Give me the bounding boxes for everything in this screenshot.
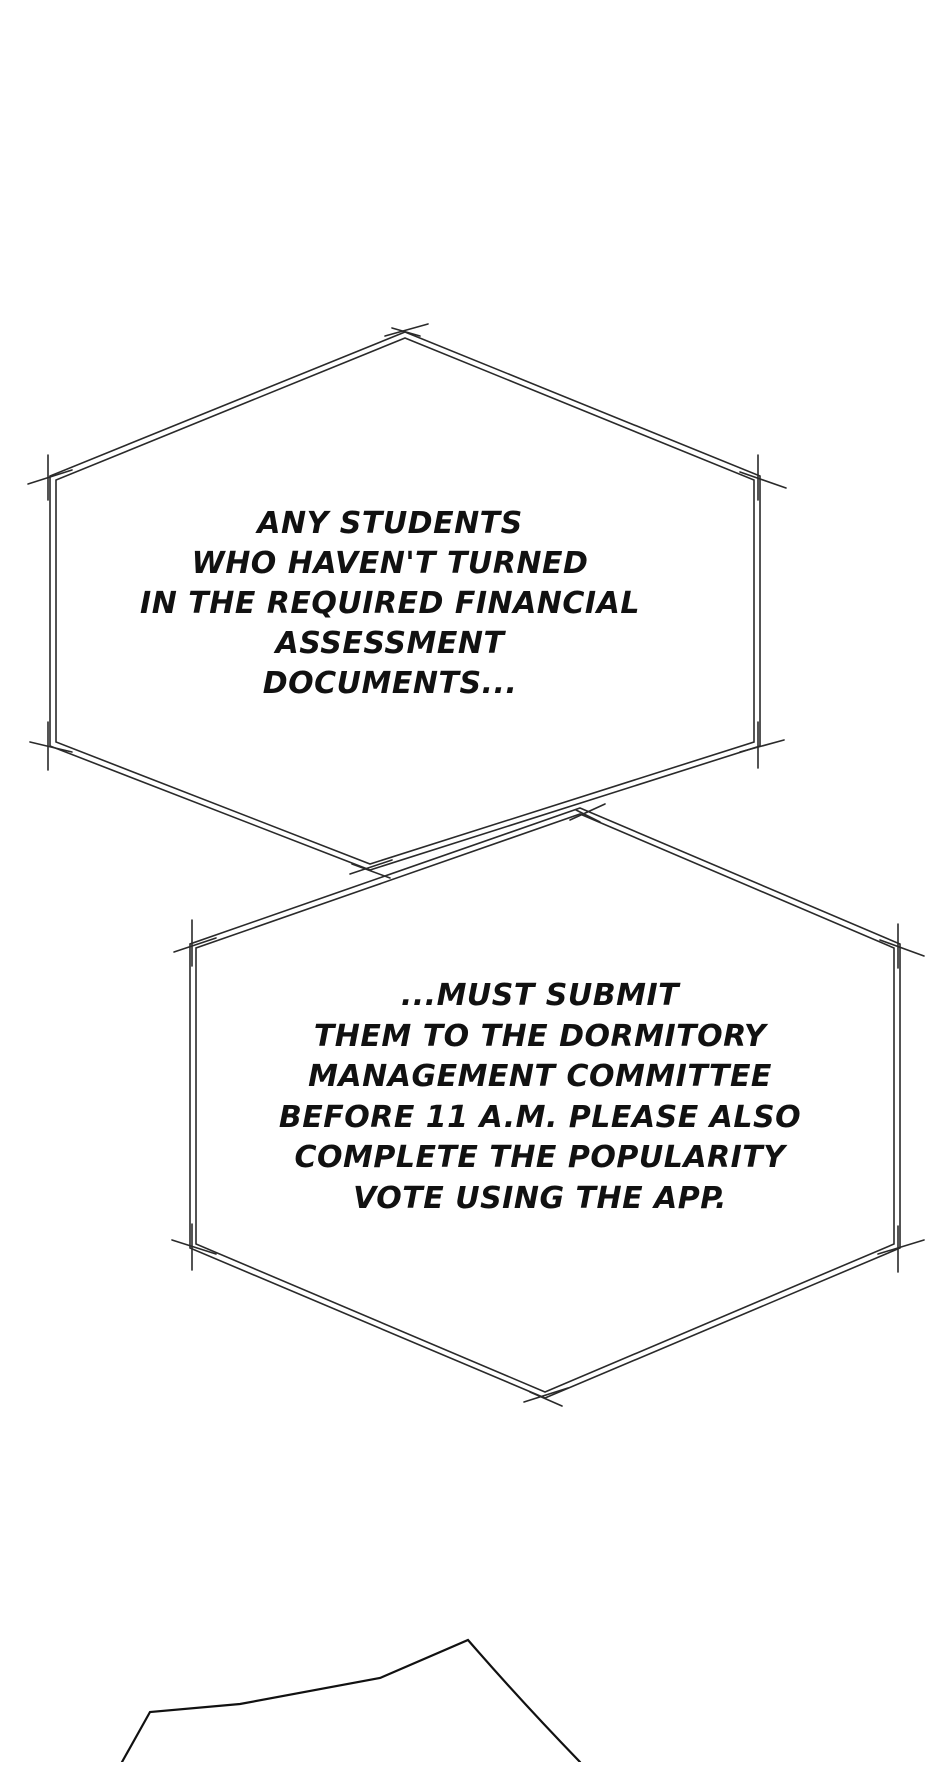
figure-outline [120, 1638, 582, 1764]
bubble-2-line: THEM TO THE DORMITORY [313, 1018, 767, 1054]
bubble-1-line: DOCUMENTS... [262, 666, 518, 701]
bubble-1-line: WHO HAVEN'T TURNED [191, 546, 589, 581]
bubble-2-border [171, 803, 925, 1407]
speech-bubble-1-text: ANY STUDENTS WHO HAVEN'T TURNED IN THE R… [120, 504, 660, 704]
bubble-2-line: COMPLETE THE POPULARITY [294, 1140, 786, 1175]
bubble-2-line: ...MUST SUBMIT [400, 978, 680, 1013]
bubble-2-line: VOTE USING THE APP. [353, 1180, 727, 1216]
bubble-1-line: IN THE REQUIRED FINANCIAL [140, 586, 640, 621]
bubble-1-line: ASSESSMENT [275, 626, 505, 661]
bubble-1-line: ANY STUDENTS [257, 506, 523, 541]
bubble-2-line: MANAGEMENT COMMITTEE [308, 1059, 772, 1094]
speech-bubble-2-text: ...MUST SUBMIT THEM TO THE DORMITORY MAN… [250, 976, 830, 1219]
bubble-2-line: BEFORE 11 A.M. PLEASE ALSO [278, 1099, 802, 1135]
